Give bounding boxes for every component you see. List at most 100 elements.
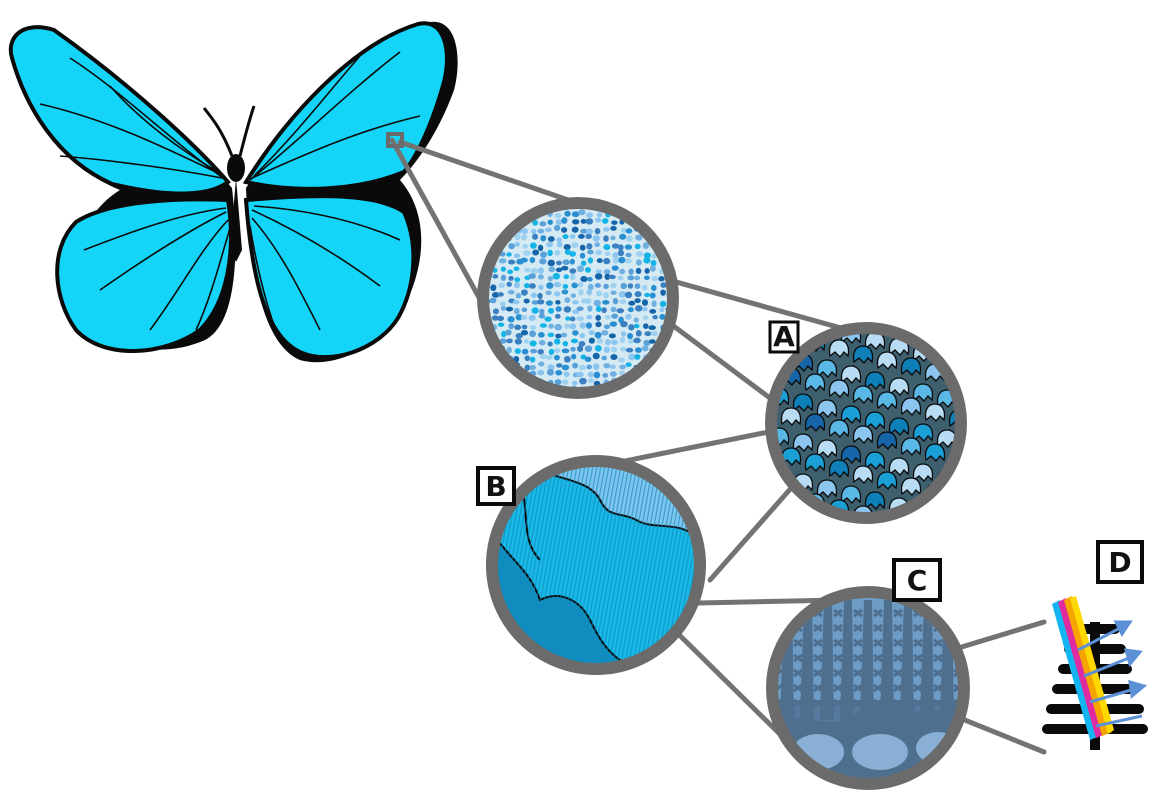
scale-dot [525,355,530,361]
scale-dot [611,220,617,225]
scale-dot [547,220,552,225]
scale-dot [579,378,587,385]
scale-dot [556,261,562,266]
scale-dot [612,265,619,270]
scale-dot [521,234,527,240]
scale-dot [514,282,520,289]
scale-dot [580,276,587,282]
scale-dot [581,260,586,266]
scale-dot [620,283,627,289]
wing-scale [925,444,944,461]
scale-dot [657,387,665,392]
scale-dot [611,340,618,345]
scale-dot [547,250,552,256]
wing-scale [853,466,872,483]
wing-scale [901,478,920,495]
scale-dot [610,365,616,370]
wing-scale [817,440,836,457]
label-d-text: D [1108,546,1131,579]
scale-dot [501,275,506,281]
wing-scale [973,376,992,393]
scale-dot [650,265,656,272]
scale-dot [652,315,658,319]
scale-dot [643,242,649,249]
scale-dot [628,269,633,275]
scale-dot [493,308,499,314]
lamella-branch [974,610,982,616]
scale-dot [618,257,625,264]
scale-dot [493,379,499,385]
scale-dot [508,290,515,295]
scale-dot [619,365,626,370]
wing-scale [889,378,908,395]
scale-dot [548,308,554,314]
scale-dot [570,234,576,239]
scale-dot [576,372,583,378]
scale-dot [658,221,665,226]
scale-dot [595,283,601,288]
wing-scale [841,366,860,383]
scale-dot [522,349,529,355]
scale-dot [625,314,631,320]
wing-scale [937,510,956,527]
scale-dot [530,325,536,330]
scale-dot [636,259,642,265]
wing-scale [925,524,944,541]
scale-dot [603,292,609,299]
scale-dot [636,330,642,337]
scale-dot [625,244,632,249]
wing-scale [793,394,812,411]
scale-dot [627,275,634,280]
scale-dot [603,258,610,264]
scale-dot [618,244,624,250]
scale-dot [660,373,667,378]
lamella-branch [974,700,982,706]
scale-dot [514,277,520,282]
scale-dot [564,244,571,250]
scale-dot [601,356,606,361]
scale-dot [641,205,648,210]
scale-dot [586,315,592,319]
wing-scale [913,384,932,401]
scale-dot [507,270,513,275]
scale-dot [659,307,664,312]
scale-dot [524,387,529,392]
scale-dot [492,274,498,279]
scale-dot [499,258,507,263]
wing-scale [841,406,860,423]
scale-dot [634,354,640,360]
scale-dot [628,283,633,288]
scale-dot [524,299,530,304]
wing-scale [853,386,872,403]
scale-dot [587,250,594,255]
scale-dot [539,313,545,318]
scale-dot [497,316,504,321]
scale-dot [506,339,513,344]
lamella-branch [974,670,982,676]
scale-dot [508,243,514,249]
wing-scale [949,530,968,547]
wing-scale [877,472,896,489]
wing-scale [805,374,824,391]
scale-dot [548,333,555,338]
scale-dot [651,379,657,385]
scale-dot [597,212,602,217]
scale-dot [555,213,562,219]
scale-dot [595,315,601,321]
scale-dot [522,325,528,330]
scale-dot [538,285,544,290]
scale-dot [498,378,503,384]
scale-dot [651,220,656,226]
scale-dot [650,292,656,298]
scale-dot [529,330,536,337]
scale-dot [513,266,519,271]
wing-scale [973,496,992,513]
wing-scale [961,356,980,373]
scale-dot [490,210,496,216]
scale-dot [620,347,627,352]
scale-dot [595,332,602,339]
scale-dot [483,204,488,209]
scale-dot [611,313,618,318]
scale-dot [597,258,603,263]
scale-dot [514,242,519,247]
